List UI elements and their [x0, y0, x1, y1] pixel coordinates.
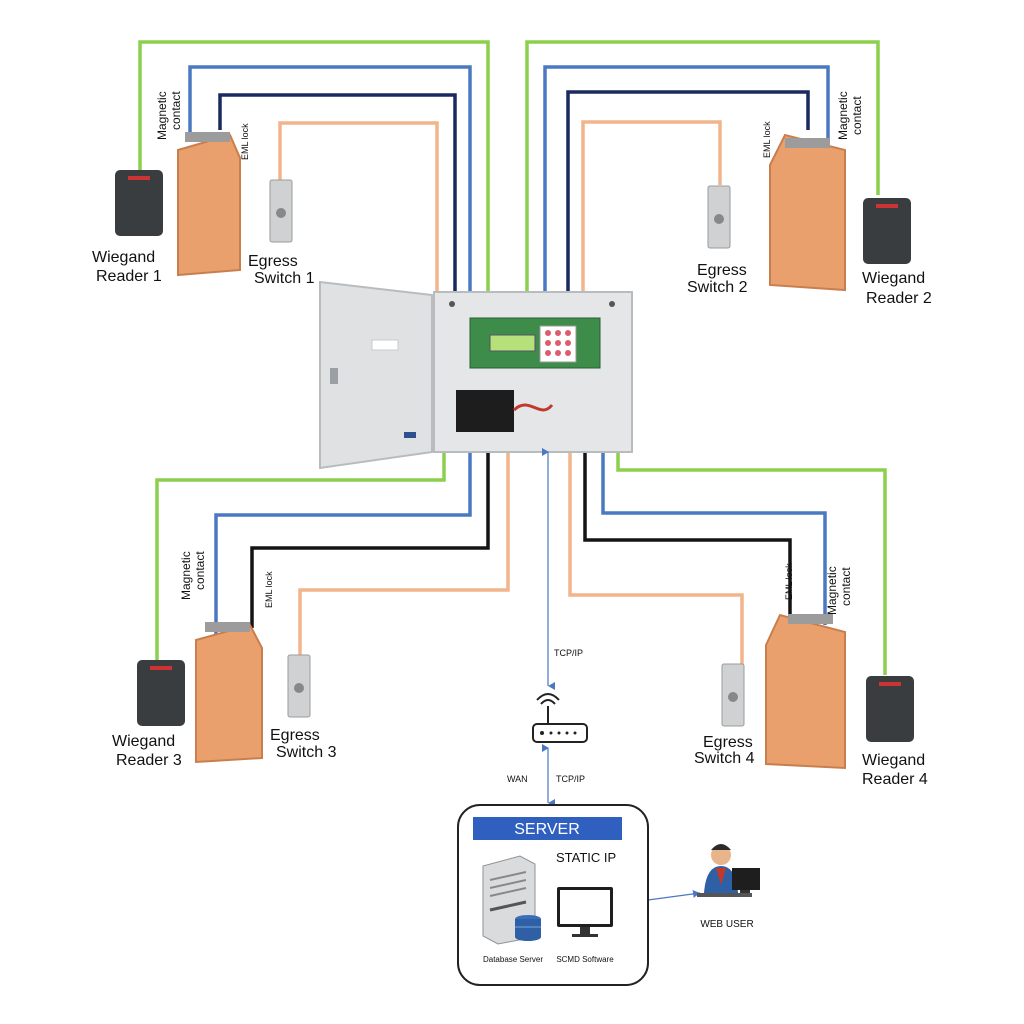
- egress-button-icon: [721, 663, 745, 727]
- server-title: SERVER: [514, 821, 580, 838]
- door-assembly-4: Wiegand Reader 4 Egress Switch 4 Magneti…: [694, 563, 928, 788]
- wire-lock-1: [218, 93, 457, 298]
- wire-switch-3: [298, 452, 510, 655]
- switch-label-4-line2: Switch 4: [694, 750, 755, 767]
- server-banner: [473, 817, 622, 840]
- wire-magnetic-2: [543, 65, 830, 298]
- tcpip-lower-label: TCP/IP: [556, 774, 585, 784]
- panel-door-sticker: [404, 432, 416, 438]
- wifi-router-icon: [532, 693, 588, 743]
- wire-switch-1: [278, 121, 439, 298]
- wire-magnetic-4: [601, 452, 827, 625]
- door-icon: [177, 132, 241, 277]
- wire-lock-2: [566, 90, 810, 298]
- controller-lcd: [489, 334, 536, 352]
- panel-door-window: [371, 339, 399, 351]
- magnetic-label-3-line1: Magnetic: [179, 551, 193, 600]
- lock-label-1: EML lock: [240, 123, 250, 160]
- control-panel: [319, 280, 633, 470]
- database-icon: [515, 915, 541, 941]
- switch-label-1-line1: Egress: [248, 253, 298, 270]
- server-box: SERVER STATIC IP Database Server SCMD So…: [457, 804, 649, 986]
- wire-reader-2: [525, 40, 880, 298]
- magnetic-label-2-line2: contact: [850, 96, 864, 135]
- door-icon: [765, 613, 846, 770]
- switch-label-4-line1: Egress: [703, 734, 753, 751]
- reader-label-2-line1: Wiegand: [862, 270, 925, 287]
- software-label: SCMD Software: [556, 955, 614, 964]
- monitor-icon: [557, 887, 613, 937]
- wire-reader-1: [138, 40, 490, 298]
- magnetic-label-4-line1: Magnetic: [825, 566, 839, 615]
- switch-label-3-line1: Egress: [270, 727, 320, 744]
- wan-label: WAN: [507, 774, 528, 784]
- switch-label-2-line1: Egress: [697, 262, 747, 279]
- wire-lock-3: [250, 452, 490, 628]
- keypad-icon: [539, 325, 577, 363]
- panel-door: [319, 280, 433, 470]
- network: TCP/IP WAN TCP/IP: [507, 448, 701, 901]
- web-user: WEB USER: [697, 844, 760, 930]
- switch-label-2-line2: Switch 2: [687, 279, 748, 296]
- tcpip-upper-label: TCP/IP: [554, 648, 583, 658]
- card-reader-icon: [866, 676, 914, 742]
- reader-label-4-line2: Reader 4: [862, 771, 928, 788]
- card-reader-icon: [863, 198, 911, 264]
- door-assembly-1: Wiegand Reader 1 Egress Switch 1 Magneti…: [92, 91, 315, 287]
- power-supply: [456, 390, 514, 432]
- wire-magnetic-3: [214, 452, 472, 635]
- panel-door-latch: [330, 368, 338, 384]
- card-reader-icon: [115, 170, 163, 236]
- egress-button-icon: [287, 654, 311, 718]
- web-user-label: WEB USER: [700, 919, 753, 930]
- door-assembly-2: Wiegand Reader 2 Egress Switch 2 Magneti…: [687, 91, 932, 307]
- switch-label-3-line2: Switch 3: [276, 744, 337, 761]
- magnetic-label-2-line1: Magnetic: [836, 91, 850, 140]
- reader-label-4-line1: Wiegand: [862, 752, 925, 769]
- card-reader-icon: [137, 660, 185, 726]
- wire-switch-2: [581, 120, 722, 298]
- wire-reader-4: [616, 452, 887, 675]
- switch-label-1-line2: Switch 1: [254, 270, 315, 287]
- reader-label-3-line1: Wiegand: [112, 733, 175, 750]
- reader-label-1-line1: Wiegand: [92, 249, 155, 266]
- wire-lock-4: [583, 452, 792, 615]
- door-icon: [195, 622, 263, 764]
- lock-label-3: EML lock: [264, 571, 274, 608]
- magnetic-label-1-line1: Magnetic: [155, 91, 169, 140]
- door-assembly-3: Wiegand Reader 3 Egress Switch 3 Magneti…: [112, 551, 337, 769]
- door-icon: [769, 133, 846, 292]
- egress-button-icon: [707, 185, 731, 249]
- egress-button-icon: [269, 179, 293, 243]
- reader-label-1-line2: Reader 1: [96, 268, 162, 285]
- user-at-computer-icon: [697, 844, 760, 897]
- link-server-webuser: [647, 889, 701, 901]
- wire-reader-3: [155, 452, 446, 660]
- wire-magnetic-1: [188, 65, 472, 298]
- magnetic-label-1-line2: contact: [169, 91, 183, 130]
- reader-label-3-line2: Reader 3: [116, 752, 182, 769]
- power-cable: [512, 403, 554, 412]
- wire-switch-4: [568, 452, 744, 665]
- database-server-label: Database Server: [483, 955, 543, 964]
- wires: [138, 40, 887, 675]
- magnetic-label-4-line2: contact: [839, 567, 853, 606]
- static-ip-label: STATIC IP: [556, 850, 616, 865]
- reader-label-2-line2: Reader 2: [866, 290, 932, 307]
- lock-label-4: EML lock: [784, 563, 794, 600]
- magnetic-label-3-line2: contact: [193, 551, 207, 590]
- lock-label-2: EML lock: [762, 121, 772, 158]
